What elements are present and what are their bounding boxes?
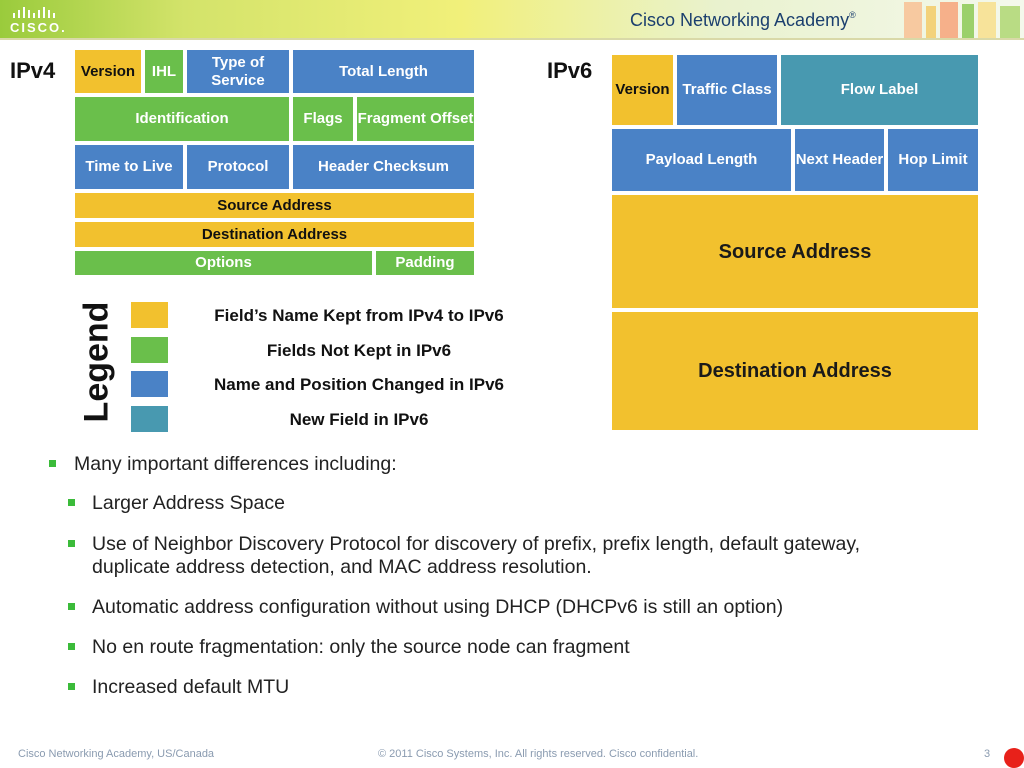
bullet-marker	[68, 603, 75, 610]
ipv6-source-address-field: Source Address	[610, 193, 980, 310]
ipv6-next-header-field: Next Header	[793, 127, 886, 193]
bullet-marker	[68, 540, 75, 547]
ipv6-payload-length-field: Payload Length	[610, 127, 793, 193]
bullet-marker	[68, 683, 75, 690]
registered-mark: ®	[849, 10, 856, 20]
ipv4-padding-field: Padding	[374, 249, 476, 277]
ipv6-hop-limit-field: Hop Limit	[886, 127, 980, 193]
academy-title: Cisco Networking Academy®	[630, 10, 856, 31]
ipv6-title: IPv6	[547, 58, 593, 83]
bullet-sub-item: Use of Neighbor Discovery Protocol for d…	[92, 533, 861, 555]
cisco-logo-text: CISCO.	[10, 20, 67, 35]
legend-swatch-changed	[131, 371, 168, 397]
legend-label-kept: Field’s Name Kept from IPv4 to IPv6	[214, 306, 504, 325]
ipv4-tos-field: Type of Service	[185, 48, 291, 95]
ipv6-version-field: Version	[610, 53, 675, 127]
decorative-color-blocks	[904, 2, 1020, 38]
ipv4-identification-field: Identification	[73, 95, 291, 143]
ipv4-source-address-field: Source Address	[73, 191, 476, 220]
ipv4-checksum-field: Header Checksum	[291, 143, 476, 191]
ipv4-title: IPv4	[10, 58, 56, 83]
ipv6-traffic-class-field: Traffic Class	[675, 53, 779, 127]
cisco-bars-icon	[13, 7, 55, 18]
bullet-sub-item-continuation: duplicate address detection, and MAC add…	[92, 556, 592, 578]
ipv6-destination-address-field: Destination Address	[610, 310, 980, 432]
ipv4-ttl-field: Time to Live	[73, 143, 185, 191]
legend-swatch-kept	[131, 302, 168, 328]
bullet-marker	[68, 499, 75, 506]
legend-label-new: New Field in IPv6	[289, 410, 429, 429]
footer-left: Cisco Networking Academy, US/Canada	[18, 748, 215, 760]
ipv4-version-field: Version	[73, 48, 143, 95]
ipv4-protocol-field: Protocol	[185, 143, 291, 191]
ipv4-fragment-offset-field: Fragment Offset	[355, 95, 476, 143]
legend-swatch-new	[131, 406, 168, 432]
bullet-sub-item: Increased default MTU	[92, 676, 290, 698]
cisco-logo: CISCO.	[10, 3, 70, 37]
ipv6-flow-label-field: Flow Label	[779, 53, 980, 127]
legend-label-changed: Name and Position Changed in IPv6	[214, 375, 504, 394]
footer-copyright: © 2011 Cisco Systems, Inc. All rights re…	[378, 748, 699, 760]
legend-title: Legend	[77, 301, 116, 423]
red-dot-icon	[1004, 748, 1024, 768]
bullet-sub-item: Larger Address Space	[92, 492, 285, 514]
ipv4-destination-address-field: Destination Address	[73, 220, 476, 249]
bullet-sub-item: Automatic address configuration without …	[92, 596, 784, 618]
bullet-sub-item: No en route fragmentation: only the sour…	[92, 636, 630, 658]
legend-label-not-kept: Fields Not Kept in IPv6	[266, 341, 452, 360]
bullet-marker	[49, 460, 56, 467]
ipv4-flags-field: Flags	[291, 95, 355, 143]
page-number: 3	[984, 748, 991, 760]
bullet-main: Many important differences including:	[74, 453, 397, 475]
ipv4-options-field: Options	[73, 249, 374, 277]
ipv4-total-length-field: Total Length	[291, 48, 476, 95]
bullet-marker	[68, 643, 75, 650]
academy-title-text: Cisco Networking Academy	[630, 10, 850, 30]
top-banner: CISCO. Cisco Networking Academy®	[0, 0, 1024, 40]
ipv4-ihl-field: IHL	[143, 48, 185, 95]
legend-swatch-not-kept	[131, 337, 168, 363]
